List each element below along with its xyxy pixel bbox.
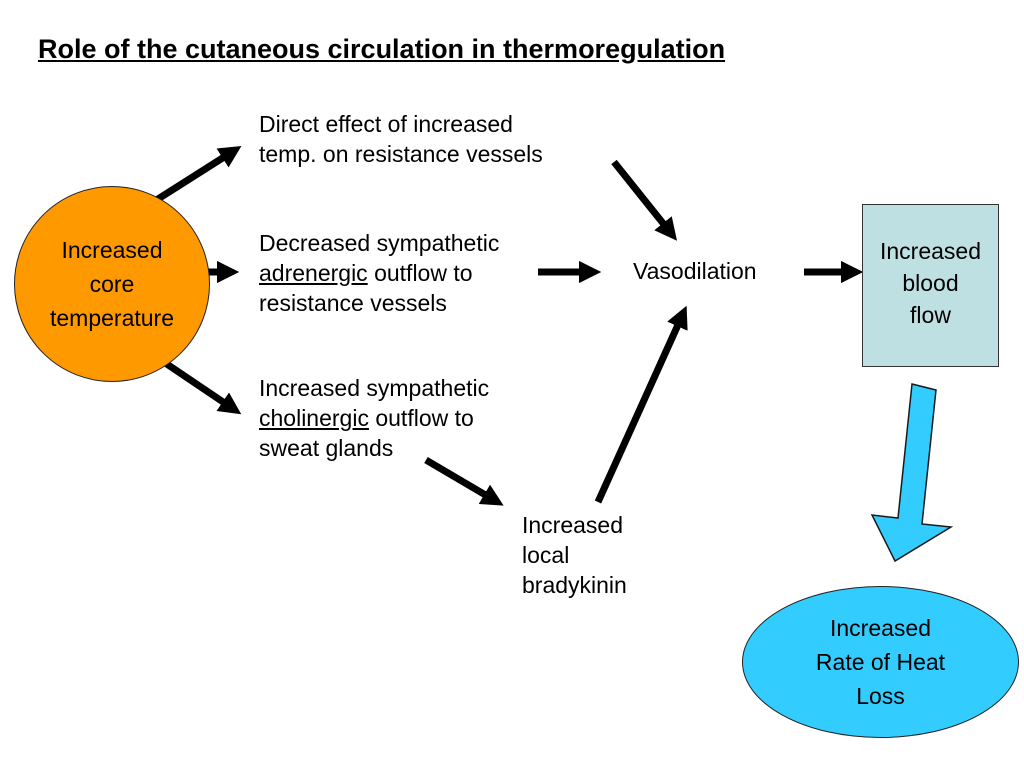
bradykinin-line1: Increased: [522, 512, 624, 538]
bradykinin-line2: local: [522, 542, 570, 568]
cholinergic-line3: sweat glands: [259, 435, 394, 461]
adrenergic-line3: resistance vessels: [259, 290, 447, 316]
cholinergic-line1: Increased sympathetic: [259, 375, 490, 401]
adrenergic-line2-rest: outflow to: [367, 260, 473, 286]
direct-line2: temp. on resistance vessels: [259, 141, 543, 167]
heat-loss-line2: Rate of Heat: [815, 649, 946, 675]
blood-flow-node: Increased blood flow: [862, 204, 999, 367]
core-line2: core: [89, 271, 135, 297]
adrenergic-line2: adrenergic outflow to: [259, 258, 499, 288]
adrenergic-term: adrenergic: [259, 260, 368, 286]
diagram-title: Role of the cutaneous circulation in the…: [38, 34, 726, 64]
heat-loss-node: Increased Rate of Heat Loss: [742, 586, 1019, 738]
bradykinin-node: Increased local bradykinin: [522, 510, 627, 600]
direct-effect-node: Direct effect of increased temp. on resi…: [259, 109, 543, 169]
core-line3: temperature: [49, 305, 174, 331]
core-temperature-node: Increased core temperature: [14, 186, 210, 382]
blood-flow-line1: Increased: [879, 238, 981, 264]
cholinergic-line2: cholinergic outflow to: [259, 403, 489, 433]
adrenergic-line1: Decreased sympathetic: [259, 230, 500, 256]
heat-loss-line1: Increased: [829, 615, 931, 641]
cholinergic-node: Increased sympathetic cholinergic outflo…: [259, 373, 489, 463]
arrow-cholinergic-to-bradykinin: [424, 456, 504, 506]
arrow-blood-flow-to-heat-loss: [870, 383, 954, 563]
adrenergic-node: Decreased sympathetic adrenergic outflow…: [259, 228, 499, 318]
cholinergic-term: cholinergic: [259, 405, 369, 431]
vasodilation-node: Vasodilation: [633, 258, 757, 284]
cholinergic-line2-rest: outflow to: [368, 405, 474, 431]
blood-flow-line3: flow: [910, 302, 951, 328]
blood-flow-line2: blood: [902, 270, 959, 296]
arrow-direct-to-vasodilation: [611, 159, 677, 241]
arrow-bradykinin-to-vasodilation: [594, 305, 688, 504]
heat-loss-line3: Loss: [856, 683, 905, 709]
bradykinin-line3: bradykinin: [522, 572, 627, 598]
direct-line1: Direct effect of increased: [259, 111, 513, 137]
core-line1: Increased: [61, 237, 163, 263]
